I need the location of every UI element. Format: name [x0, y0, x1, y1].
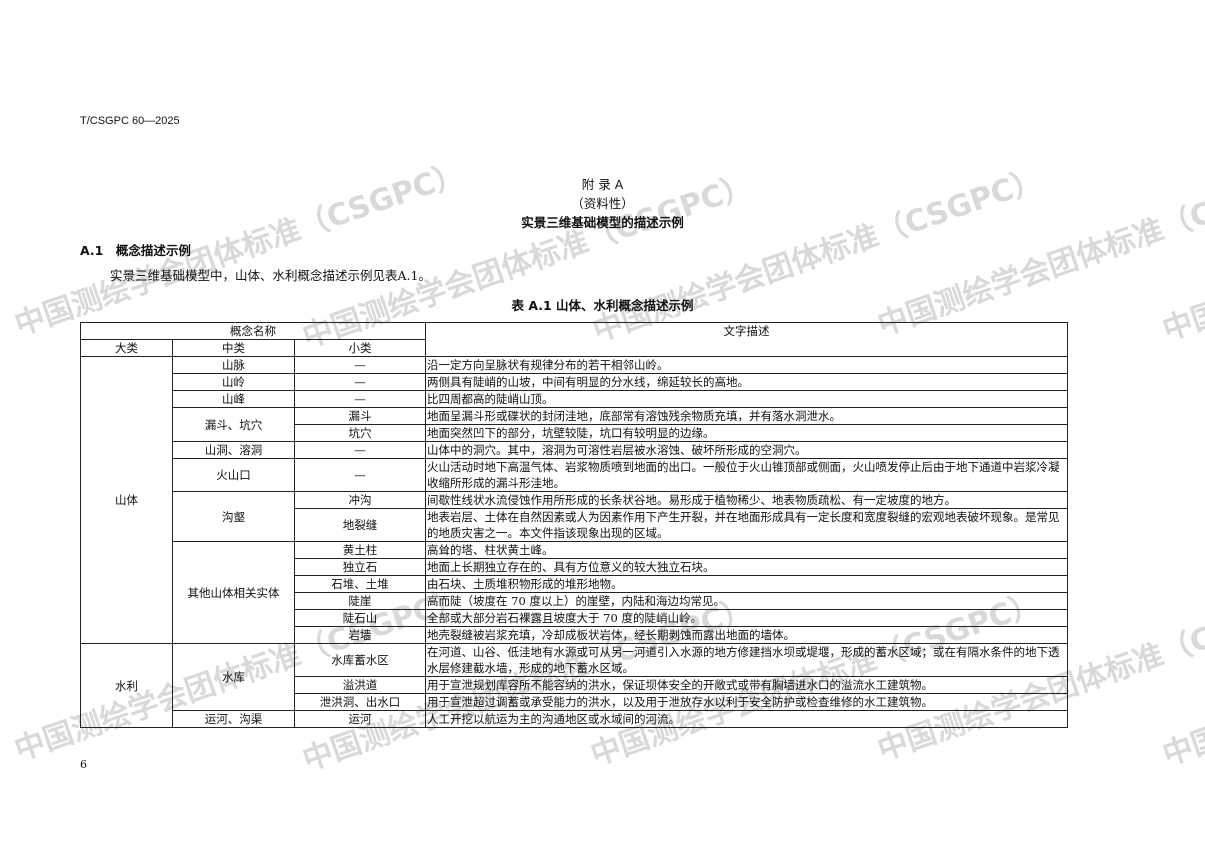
appendix-title: 附 录 A	[581, 177, 624, 192]
major-category-cell: 山体	[80, 356, 173, 644]
description-cell: 火山活动时地下高温气体、岩浆物质喷到地面的出口。一般位于火山锥顶部或侧面，火山喷…	[425, 458, 1068, 492]
minor-category-cell: 坑穴	[294, 424, 426, 442]
table-row: 山洞、溶洞—山体中的洞穴。其中，溶洞为可溶性岩层被水溶蚀、破坏所形成的空洞穴。	[81, 441, 1068, 459]
description-cell: 在河道、山谷、低洼地有水源或可从另一河道引入水源的地方修建挡水坝或堤堰，形成的蓄…	[425, 643, 1068, 677]
minor-category-cell: 陡崖	[294, 592, 426, 610]
table-row: 山体山脉—沿一定方向呈脉状有规律分布的若干相邻山岭。	[80, 356, 1068, 644]
document-code: T/CSGPC 60—2025	[80, 115, 180, 127]
section-title: A.1 概念描述示例	[80, 243, 191, 258]
table-row: 岩墙地壳裂缝被岩浆充填，冷却成板状岩体，经长期剥蚀而露出地面的墙体。	[81, 626, 1068, 644]
description-cell: 地面呈漏斗形或碟状的封闭洼地，底部常有溶蚀残余物质充填，并有落水洞泄水。	[425, 407, 1068, 425]
description-cell: 全部或大部分岩石裸露且坡度大于 70 度的陡峭山岭。	[425, 609, 1068, 627]
description-cell: 用于宣泄超过调蓄或承受能力的洪水，以及用于泄放存水以利于安全防护或检查维修的水工…	[425, 693, 1068, 711]
minor-category-cell: —	[294, 373, 426, 391]
page-number: 6	[80, 758, 87, 771]
table-row: 其他山体相关实体黄土柱高耸的塔、柱状黄土峰。	[81, 541, 1068, 644]
table-row: 沟壑冲沟间歇性线状水流侵蚀作用所形成的长条状谷地。易形成于植物稀少、地表物质疏松…	[81, 491, 1068, 542]
middle-category-cell: 火山口	[172, 458, 295, 492]
minor-category-cell: 冲沟	[294, 491, 426, 509]
description-cell: 地表岩层、土体在自然因素或人为因素作用下产生开裂，并在地面形成具有一定长度和宽度…	[425, 508, 1068, 542]
middle-category-cell: 山岭	[172, 373, 295, 391]
table-row: 坑穴地面突然凹下的部分，坑壁较陡，坑口有较明显的边缘。	[81, 424, 1068, 442]
middle-category-cell: 运河、沟渠	[172, 710, 295, 728]
table-row: 山岭—两侧具有陡峭的山坡，中间有明显的分水线，绵延较长的高地。	[81, 373, 1068, 391]
description-cell: 间歇性线状水流侵蚀作用所形成的长条状谷地。易形成于植物稀少、地表物质疏松、有一定…	[425, 491, 1068, 509]
table-row: 漏斗、坑穴漏斗地面呈漏斗形或碟状的封闭洼地，底部常有溶蚀残余物质充填，并有落水洞…	[81, 407, 1068, 442]
appendix-subtitle: 实景三维基础模型的描述示例	[521, 215, 684, 230]
header-major: 大类	[80, 339, 173, 357]
table-caption: 表 A.1 山体、水利概念描述示例	[511, 298, 694, 313]
minor-category-cell: 溢洪道	[294, 676, 426, 694]
description-cell: 地壳裂缝被岩浆充填，冷却成板状岩体，经长期剥蚀而露出地面的墙体。	[425, 626, 1068, 644]
table-row: 火山口—火山活动时地下高温气体、岩浆物质喷到地面的出口。一般位于火山锥顶部或侧面…	[81, 458, 1068, 492]
middle-category-cell: 其他山体相关实体	[172, 541, 295, 644]
description-cell: 用于宣泄规划库容所不能容纳的洪水，保证坝体安全的开敞式或带有胸墙进水口的溢流水工…	[425, 676, 1068, 694]
description-cell: 人工开挖以航运为主的沟通地区或水域间的河流。	[425, 710, 1068, 728]
minor-category-cell: 运河	[294, 710, 426, 728]
table-row: 溢洪道用于宣泄规划库容所不能容纳的洪水，保证坝体安全的开敞式或带有胸墙进水口的溢…	[81, 676, 1068, 694]
description-cell: 比四周都高的陡峭山顶。	[425, 390, 1068, 408]
middle-category-cell: 山峰	[172, 390, 295, 408]
minor-category-cell: 独立石	[294, 558, 426, 576]
minor-category-cell: 陡石山	[294, 609, 426, 627]
watermark-text: 中国测绘学会团体标准（CSGPC）	[1158, 586, 1205, 774]
header-middle: 中类	[172, 339, 295, 357]
minor-category-cell: 泄洪洞、出水口	[294, 693, 426, 711]
header-description: 文字描述	[425, 322, 1068, 357]
section-paragraph: 实景三维基础模型中，山体、水利概念描述示例见表A.1。	[110, 268, 431, 283]
description-cell: 由石块、土质堆积物形成的堆形地物。	[425, 575, 1068, 593]
minor-category-cell: 黄土柱	[294, 541, 426, 559]
table-row: 泄洪洞、出水口用于宣泄超过调蓄或承受能力的洪水，以及用于泄放存水以利于安全防护或…	[81, 693, 1068, 711]
table-header-row: 概念名称 文字描述	[80, 322, 1068, 357]
description-cell: 高耸的塔、柱状黄土峰。	[425, 541, 1068, 559]
table-row: 水利水库水库蓄水区在河道、山谷、低洼地有水源或可从另一河道引入水源的地方修建挡水…	[80, 643, 1068, 728]
concept-table: 概念名称 文字描述 大类 中类 小类 山体山脉—沿一定方向呈脉状有规律分布的若干…	[80, 322, 1068, 728]
middle-category-cell: 水库	[172, 643, 295, 711]
header-concept-name: 概念名称	[80, 322, 426, 340]
table-row: 运河、沟渠运河人工开挖以航运为主的沟通地区或水域间的河流。	[81, 710, 1068, 728]
middle-category-cell: 沟壑	[172, 491, 295, 542]
minor-category-cell: —	[294, 356, 426, 374]
table-row: 陡石山全部或大部分岩石裸露且坡度大于 70 度的陡峭山岭。	[81, 609, 1068, 627]
minor-category-cell: 岩墙	[294, 626, 426, 644]
minor-category-cell: 漏斗	[294, 407, 426, 425]
description-cell: 两侧具有陡峭的山坡，中间有明显的分水线，绵延较长的高地。	[425, 373, 1068, 391]
description-cell: 地面上长期独立存在的、具有方位意义的较大独立石块。	[425, 558, 1068, 576]
minor-category-cell: —	[294, 458, 426, 492]
description-cell: 地面突然凹下的部分，坑壁较陡，坑口有较明显的边缘。	[425, 424, 1068, 442]
appendix-nature: （资料性）	[571, 196, 634, 211]
minor-category-cell: 地裂缝	[294, 508, 426, 542]
middle-category-cell: 山洞、溶洞	[172, 441, 295, 459]
table-row: 山峰—比四周都高的陡峭山顶。	[81, 390, 1068, 408]
minor-category-cell: 水库蓄水区	[294, 643, 426, 677]
table-row: 石堆、土堆由石块、土质堆积物形成的堆形地物。	[81, 575, 1068, 593]
description-cell: 高而陡（坡度在 70 度以上）的崖壁，内陆和海边均常见。	[425, 592, 1068, 610]
description-cell: 山体中的洞穴。其中，溶洞为可溶性岩层被水溶蚀、破坏所形成的空洞穴。	[425, 441, 1068, 459]
minor-category-cell: —	[294, 441, 426, 459]
description-cell: 沿一定方向呈脉状有规律分布的若干相邻山岭。	[425, 356, 1068, 374]
middle-category-cell: 山脉	[172, 356, 295, 374]
major-category-cell: 水利	[80, 643, 173, 728]
header-minor: 小类	[294, 339, 426, 357]
middle-category-cell: 漏斗、坑穴	[172, 407, 295, 442]
minor-category-cell: 石堆、土堆	[294, 575, 426, 593]
minor-category-cell: —	[294, 390, 426, 408]
